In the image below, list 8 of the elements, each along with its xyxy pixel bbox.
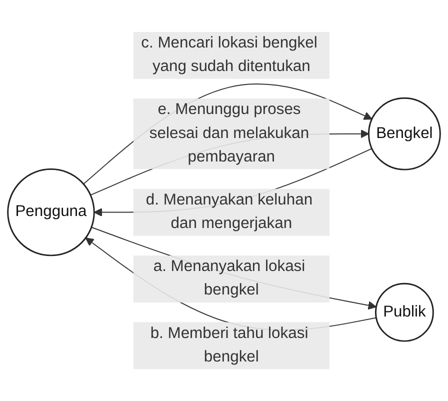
edge-label: c. Mencari lokasi bengkel yang sudah ditentukan — [141, 34, 318, 75]
node-circle: Publik — [374, 282, 434, 342]
node-circle: Bengkel — [368, 97, 441, 170]
edge-label: a. Menanyakan lokasi bengkel — [153, 258, 306, 299]
edge-label: d. Menanyakan keluhan dan mengerjakan — [146, 192, 313, 232]
edge-label: b. Memberi tahu lokasi bengkel — [150, 325, 308, 366]
edge-label: e. Menunggu proses selesai dan melakukan pembayaran — [149, 101, 310, 166]
node-circle: Pengguna — [7, 168, 95, 256]
